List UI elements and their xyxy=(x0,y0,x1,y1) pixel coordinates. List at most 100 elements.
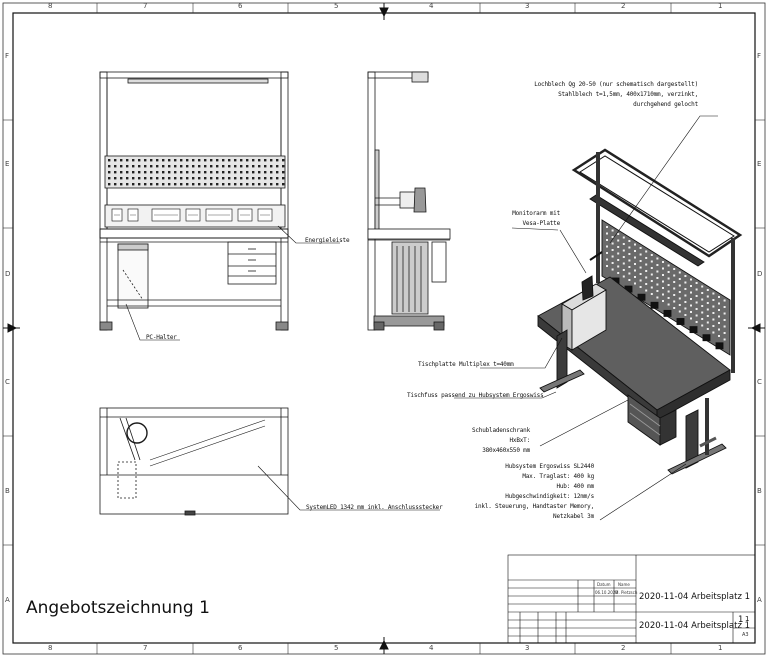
panel-hole xyxy=(282,183,285,186)
panel-hole xyxy=(114,171,117,174)
panel-hole xyxy=(222,159,225,162)
panel-hole xyxy=(192,159,195,162)
panel-hole xyxy=(138,171,141,174)
panel-hole xyxy=(150,165,153,168)
panel-hole xyxy=(282,165,285,168)
iso-panel-hole xyxy=(667,290,670,293)
callout-schubladen-line2: HxBxT: xyxy=(509,437,531,444)
panel-hole xyxy=(210,171,213,174)
iso-panel-hole xyxy=(662,274,664,276)
iso-panel-hole xyxy=(622,249,625,252)
panel-hole xyxy=(186,183,189,186)
iso-panel-hole xyxy=(701,318,704,320)
panel-hole xyxy=(174,159,177,162)
grid-top-2: 2 xyxy=(621,2,626,10)
panel-hole xyxy=(258,183,261,186)
iso-panel-hole xyxy=(645,270,648,272)
panel-hole xyxy=(282,171,285,174)
iso-panel-hole xyxy=(695,321,698,323)
grid-ticks xyxy=(3,3,765,654)
iso-panel-hole xyxy=(678,284,681,287)
iso-panel-hole xyxy=(656,283,659,286)
iso-panel-hole xyxy=(656,264,659,266)
panel-hole xyxy=(234,165,237,168)
callout-hubsystem-line5: inkl. Steuerung, Handtaster Memory, xyxy=(474,503,595,510)
front-desk-top xyxy=(99,228,289,239)
panel-hole xyxy=(234,159,237,162)
iso-socket-module xyxy=(715,342,724,350)
callout-hubsystem-line3: Hub: 400 mm xyxy=(556,483,594,490)
iso-panel-hole xyxy=(645,283,648,285)
iso-panel-hole xyxy=(662,293,664,296)
iso-panel-hole xyxy=(634,243,636,246)
iso-panel-hole xyxy=(712,325,715,327)
iso-panel-hole xyxy=(622,236,625,239)
panel-hole xyxy=(228,159,231,162)
panel-hole xyxy=(120,183,123,186)
panel-hole xyxy=(156,171,159,174)
panel-hole xyxy=(228,177,231,180)
panel-hole xyxy=(186,171,189,174)
panel-hole xyxy=(162,177,165,180)
panel-hole xyxy=(264,165,267,168)
tb-title-row1: 2020-11-04 Arbeitsplatz 1 xyxy=(639,592,751,602)
iso-panel-hole xyxy=(678,278,681,280)
panel-hole xyxy=(126,177,129,180)
panel-hole xyxy=(222,177,225,180)
grid-left-B: B xyxy=(5,487,10,495)
iso-panel-hole xyxy=(667,284,670,286)
iso-panel-hole xyxy=(634,263,636,265)
top-view xyxy=(99,407,289,516)
grid-bottom-7: 7 xyxy=(143,644,148,652)
iso-panel-hole xyxy=(645,263,648,266)
panel-hole xyxy=(234,177,237,180)
iso-socket-module xyxy=(637,293,646,301)
panel-hole xyxy=(138,165,141,168)
iso-panel-hole xyxy=(606,258,608,261)
iso-panel-hole xyxy=(606,252,608,254)
panel-hole xyxy=(216,165,219,168)
grid-bottom-3: 3 xyxy=(525,644,530,652)
panel-hole xyxy=(216,159,219,162)
iso-panel-hole xyxy=(701,285,704,288)
grid-right-E: E xyxy=(757,160,762,168)
iso-panel-hole xyxy=(628,240,631,242)
callout-lochblech-line2: Stahlblech t=1,5mm, 400x1710mm, verzinkt… xyxy=(558,91,698,98)
iso-panel-hole xyxy=(645,276,648,279)
panel-hole xyxy=(270,159,273,162)
iso-panel-hole xyxy=(662,267,664,270)
tb-col-datum: Datum xyxy=(597,582,611,587)
iso-panel-hole xyxy=(606,232,608,235)
iso-panel-hole xyxy=(695,314,698,317)
grid-top-1: 1 xyxy=(718,2,723,10)
iso-panel-hole xyxy=(639,273,642,275)
panel-hole xyxy=(240,177,243,180)
callout-schubladen-line3: 380x460x550 mm xyxy=(482,447,530,454)
iso-panel-hole xyxy=(650,280,653,282)
panel-hole xyxy=(252,159,255,162)
iso-panel-hole xyxy=(712,305,715,308)
iso-panel-hole xyxy=(695,308,698,310)
iso-panel-hole xyxy=(690,291,692,294)
panel-hole xyxy=(114,165,117,168)
iso-socket-module xyxy=(663,309,672,317)
iso-panel-hole xyxy=(606,239,608,241)
iso-panel-hole xyxy=(701,298,704,301)
side-view xyxy=(367,71,451,331)
isometric-view xyxy=(537,148,743,475)
panel-hole xyxy=(210,177,213,180)
iso-panel-hole xyxy=(718,328,720,331)
panel-hole xyxy=(180,183,183,186)
panel-hole xyxy=(240,183,243,186)
panel-hole xyxy=(138,183,141,186)
iso-panel-hole xyxy=(634,250,636,252)
iso-panel-hole xyxy=(650,260,653,263)
iso-panel-hole xyxy=(611,236,614,238)
panel-hole xyxy=(156,159,159,162)
iso-panel-hole xyxy=(723,338,726,341)
panel-hole xyxy=(276,183,279,186)
iso-panel-hole xyxy=(606,226,608,228)
panel-hole xyxy=(132,165,135,168)
panel-hole xyxy=(246,165,249,168)
grid-bottom-4: 4 xyxy=(429,644,434,652)
